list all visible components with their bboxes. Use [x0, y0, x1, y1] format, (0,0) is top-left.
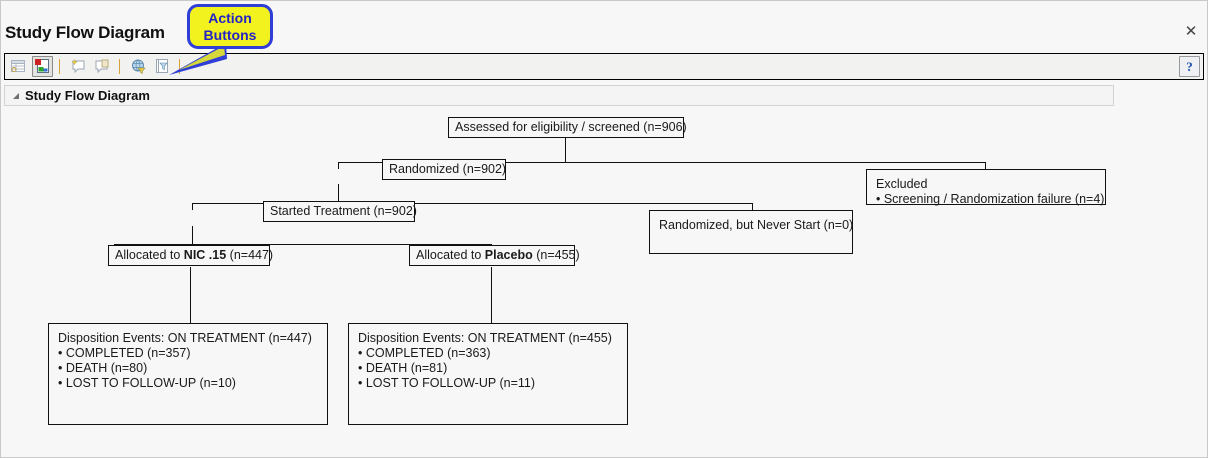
disposition-placebo-item-3: • LOST TO FOLLOW-UP (n=11) [358, 376, 536, 390]
node-randomized-text: Randomized (n=902) [389, 162, 507, 176]
view-data-table-icon[interactable] [8, 56, 29, 77]
node-allocated-nic-text: Allocated to NIC .15 (n=447) [115, 248, 273, 263]
alloc-nic-prefix: Allocated to [115, 248, 184, 262]
connector-split-randomized-excluded [338, 162, 986, 163]
node-allocated-placebo-text: Allocated to Placebo (n=455) [416, 248, 580, 263]
disposition-placebo-title: Disposition Events: ON TREATMENT (n=455) [358, 331, 612, 345]
node-assessed-for-eligibility[interactable]: Assessed for eligibility / screened (n=9… [448, 117, 687, 138]
connector-to-randomized [338, 162, 339, 169]
disposition-nic-item-2: • DEATH (n=80) [58, 361, 148, 375]
alloc-placebo-prefix: Allocated to [416, 248, 485, 262]
callout-line-2: Buttons [203, 26, 257, 43]
connector-to-excluded [985, 162, 986, 169]
connector-nic-to-disposition [190, 267, 191, 324]
report-filter-icon[interactable] [152, 56, 173, 77]
window-title-row: Study Flow Diagram ✕ [1, 23, 1208, 49]
node-allocated-nic[interactable]: Allocated to NIC .15 (n=447) [108, 245, 273, 266]
section-header-study-flow-diagram[interactable]: Study Flow Diagram [4, 85, 1114, 106]
connector-split-started-neverstart [192, 203, 753, 204]
callout-line-1: Action [208, 9, 252, 26]
alloc-placebo-suffix: (n=455) [532, 248, 580, 262]
disposition-nic-title: Disposition Events: ON TREATMENT (n=447) [58, 331, 312, 345]
connector-assessed-down [565, 137, 566, 163]
node-excluded-item-1: • Screening / Randomization failure (n=4… [876, 192, 1105, 206]
help-icon[interactable]: ? [1179, 56, 1200, 77]
connector-placebo-to-disposition [491, 267, 492, 324]
connector-randomized-down [338, 184, 339, 204]
connector-to-started [192, 203, 193, 210]
node-disposition-nic[interactable]: Disposition Events: ON TREATMENT (n=447)… [48, 323, 328, 425]
alloc-placebo-drug: Placebo [484, 248, 533, 262]
node-randomized-never-start[interactable]: Randomized, but Never Start (n=0) [649, 210, 853, 254]
alloc-nic-drug: NIC .15 [183, 248, 227, 262]
disposition-nic-item-3: • LOST TO FOLLOW-UP (n=10) [58, 376, 236, 390]
toolbar-separator [119, 59, 120, 74]
toolbar-separator [59, 59, 60, 74]
global-filter-icon[interactable] [128, 56, 149, 77]
export-report-icon[interactable] [32, 56, 53, 77]
flow-diagram-canvas: Assessed for eligibility / screened (n=9… [4, 107, 1204, 457]
node-started-treatment[interactable]: Started Treatment (n=902) [263, 201, 417, 222]
add-comment-icon[interactable] [68, 56, 89, 77]
close-icon[interactable]: ✕ [1184, 23, 1198, 40]
disposition-placebo-item-1: • COMPLETED (n=363) [358, 346, 491, 360]
action-buttons-callout: Action Buttons [187, 4, 273, 49]
view-comment-icon[interactable] [92, 56, 113, 77]
action-toolbar: ? [4, 53, 1204, 80]
node-started-treatment-text: Started Treatment (n=902) [270, 204, 417, 218]
disposition-placebo-item-2: • DEATH (n=81) [358, 361, 448, 375]
disposition-nic-item-1: • COMPLETED (n=357) [58, 346, 191, 360]
node-excluded-title: Excluded [876, 177, 928, 191]
node-assessed-text: Assessed for eligibility / screened (n=9… [455, 120, 687, 134]
node-excluded[interactable]: Excluded • Screening / Randomization fai… [866, 169, 1106, 206]
connector-split-allocation [114, 244, 492, 245]
page-title: Study Flow Diagram [5, 23, 165, 42]
connector-started-down [192, 226, 193, 245]
node-never-start-text: Randomized, but Never Start (n=0) [659, 218, 854, 232]
node-disposition-placebo[interactable]: Disposition Events: ON TREATMENT (n=455)… [348, 323, 628, 425]
section-title: Study Flow Diagram [25, 88, 150, 103]
connector-to-neverstart [752, 203, 753, 212]
alloc-nic-suffix: (n=447) [226, 248, 274, 262]
node-randomized[interactable]: Randomized (n=902) [382, 159, 506, 180]
collapse-triangle-icon[interactable] [13, 93, 19, 99]
node-allocated-placebo[interactable]: Allocated to Placebo (n=455) [409, 245, 580, 266]
toolbar-separator [179, 59, 180, 74]
